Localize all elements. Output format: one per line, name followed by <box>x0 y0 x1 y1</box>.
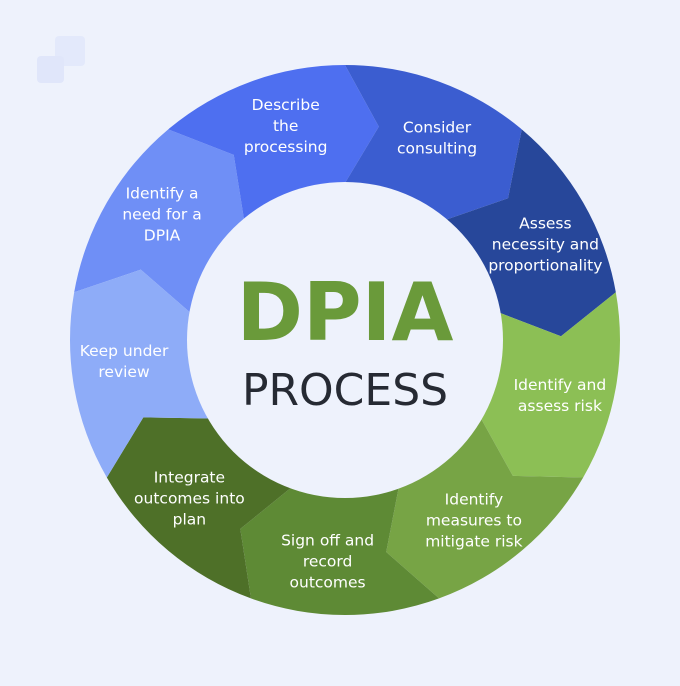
step-label-line: outcomes into <box>134 489 245 507</box>
step-label-line: record <box>303 552 353 570</box>
cycle-segment-6 <box>386 418 584 599</box>
cycle-labels: Identify a need for a DPIA Describe the proce… <box>80 96 607 591</box>
cycle-segment-5 <box>480 292 621 478</box>
cycle-segment-1 <box>74 129 245 313</box>
step-label-line: DPIA <box>144 226 181 244</box>
step-label-line: Assess <box>519 214 571 232</box>
step-label-line: assess risk <box>518 397 602 415</box>
cycle-segments <box>69 65 621 615</box>
step-label-line: need for a <box>122 205 201 223</box>
step-label-line: measures to <box>426 512 522 530</box>
step-label-line: consulting <box>397 139 477 157</box>
center-title: DPIA <box>237 266 454 359</box>
step-label-line: Integrate <box>154 468 225 486</box>
step-label-line: mitigate risk <box>425 533 522 551</box>
step-label-6: Identify measures to mitigate risk <box>425 491 522 551</box>
cycle-segment-9 <box>69 269 210 478</box>
step-label-line: Sign off and <box>281 531 374 549</box>
step-label-line: Keep under <box>80 342 169 360</box>
logo-squares-icon <box>37 36 85 83</box>
step-label-3: Consider consulting <box>397 118 477 157</box>
step-label-line: necessity and <box>492 235 599 253</box>
step-label-1: Identify a need for a DPIA <box>122 184 201 244</box>
step-label-line: the <box>273 117 298 135</box>
step-label-2: Describe the processing <box>244 96 328 156</box>
step-label-line: Identify and <box>514 376 607 394</box>
step-label-line: plan <box>173 510 206 528</box>
step-label-7: Sign off and record outcomes <box>281 531 374 591</box>
step-label-line: Identify a <box>126 184 199 202</box>
step-label-line: Describe <box>252 96 320 114</box>
cycle-segment-2 <box>168 65 379 220</box>
step-label-4: Assess necessity and proportionality <box>488 214 602 274</box>
cycle-segment-3 <box>345 65 522 220</box>
step-label-line: review <box>98 363 150 381</box>
center-disc <box>187 182 503 498</box>
step-label-5: Identify and assess risk <box>514 376 607 415</box>
step-label-line: outcomes <box>290 573 366 591</box>
cycle-segment-4 <box>445 129 616 337</box>
center-subtitle: PROCESS <box>242 365 448 416</box>
cycle-segment-8 <box>106 417 292 599</box>
step-label-8: Integrate outcomes into plan <box>134 468 245 528</box>
cycle-segment-7 <box>240 487 440 615</box>
step-label-line: Identify <box>445 491 504 509</box>
step-label-line: proportionality <box>488 256 602 274</box>
step-label-line: processing <box>244 138 328 156</box>
step-label-line: Consider <box>403 118 472 136</box>
step-label-9: Keep under review <box>80 342 169 381</box>
